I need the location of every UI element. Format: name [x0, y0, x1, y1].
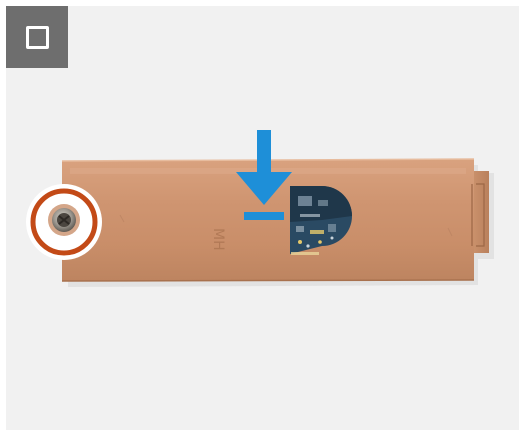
- plate-marking: MH: [210, 228, 226, 251]
- screw-circle-highlight: [26, 184, 102, 260]
